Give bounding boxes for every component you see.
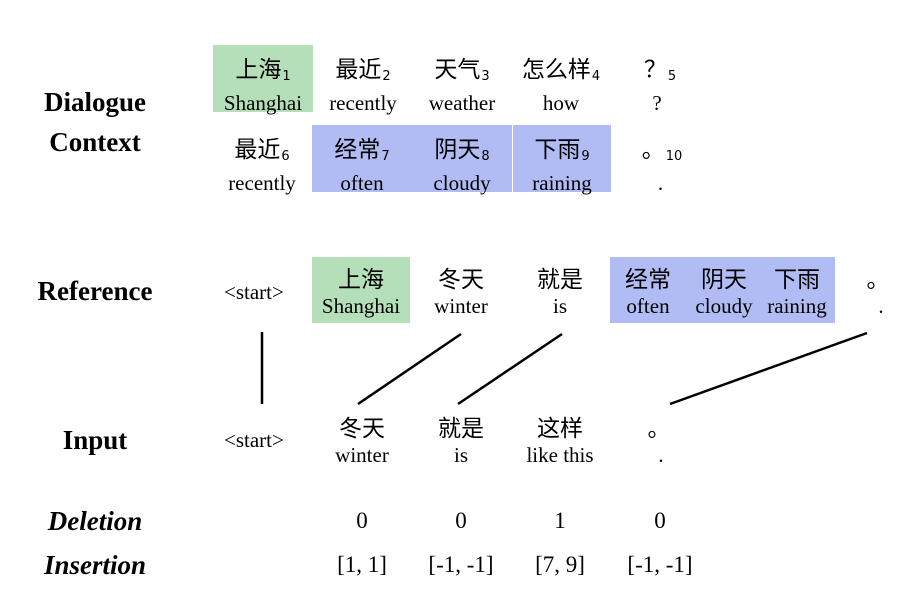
insertion-value: [1, 1]: [337, 552, 387, 577]
context-token-7: 经常7 often: [334, 137, 390, 195]
reference-token: 上海 Shanghai: [321, 267, 401, 318]
insertion-value: [-1, -1]: [428, 552, 494, 577]
input-token: 这样 like this: [526, 416, 594, 467]
input-start-token: <start>: [224, 428, 284, 452]
context-token-5: ？5 ?: [643, 57, 677, 115]
context-token-9: 下雨9 raining: [532, 137, 592, 195]
highlight-shanghai-context: [213, 45, 313, 112]
insertion-label: Insertion: [43, 550, 147, 580]
reference-token: 下雨 raining: [767, 267, 827, 318]
deletion-value: 0: [654, 508, 666, 533]
context-token-3: 天气3 weather: [428, 57, 496, 115]
insertion-value: [-1, -1]: [627, 552, 693, 577]
align-line-winter: [357, 332, 462, 406]
highlight-span-reference: [610, 257, 835, 323]
highlight-shanghai-reference: [312, 257, 410, 323]
align-line-period: [669, 331, 868, 406]
context-token-10: 。10 .: [641, 137, 683, 195]
context-token-1: 上海1 Shanghai: [223, 57, 303, 115]
reference-token: 。 .: [866, 267, 890, 318]
deletion-label: Deletion: [47, 506, 143, 536]
deletion-value: 0: [356, 508, 368, 533]
input-token: 。 .: [647, 416, 671, 467]
dialogue-context-label: Dialogue Context: [43, 87, 146, 157]
highlight-raining-context: [513, 125, 611, 192]
reference-token: 冬天 winter: [434, 267, 488, 318]
input-token: 冬天 winter: [335, 416, 389, 467]
input-token: 就是 is: [438, 416, 484, 467]
highlight-often-cloudy-context: [312, 125, 512, 192]
context-token-4: 怎么样4 how: [521, 57, 601, 115]
deletion-value: 1: [554, 508, 566, 533]
reference-token: 阴天 cloudy: [695, 267, 753, 318]
align-line-is: [457, 332, 563, 406]
reference-start-token: <start>: [224, 280, 284, 304]
input-label: Input: [62, 425, 128, 455]
insertion-value: [7, 9]: [535, 552, 585, 577]
deletion-value: 0: [455, 508, 467, 533]
reference-token: 就是 is: [537, 267, 583, 318]
context-token-2: 最近2 recently: [329, 57, 397, 115]
context-token-8: 阴天8 cloudy: [433, 137, 491, 195]
reference-token: 经常 often: [625, 267, 671, 318]
context-token-6: 最近6 recently: [228, 137, 296, 195]
reference-label: Reference: [37, 276, 153, 306]
